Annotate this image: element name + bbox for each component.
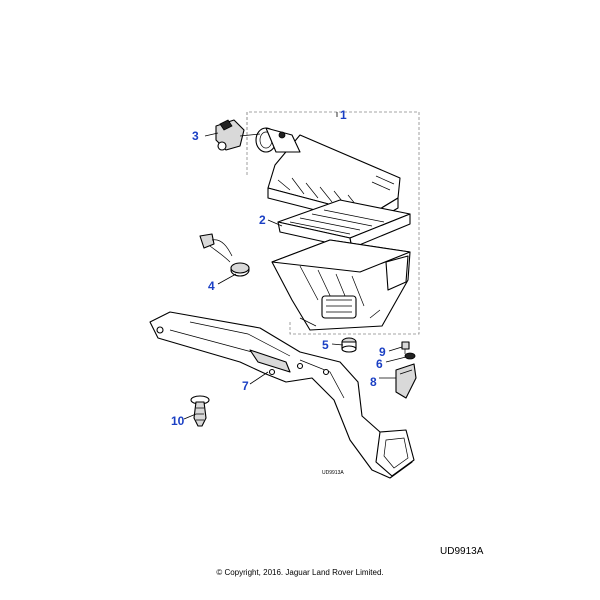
callout-3: 3 xyxy=(192,129,199,143)
sensor-with-harness xyxy=(199,233,250,277)
diagram-reference-code: UD9913A xyxy=(440,546,484,557)
callout-4: 4 xyxy=(208,279,215,293)
air-filter-element xyxy=(277,199,411,249)
bracket xyxy=(395,363,417,399)
callout-10: 10 xyxy=(171,414,185,428)
grommet xyxy=(341,337,357,353)
callout-1: 1 xyxy=(340,108,347,122)
callout-7: 7 xyxy=(242,379,249,393)
bolt xyxy=(401,341,410,354)
air-cleaner-housing xyxy=(271,239,411,331)
copyright-notice: © Copyright, 2016. Jaguar Land Rover Lim… xyxy=(216,568,384,577)
mass-air-flow-sensor xyxy=(215,119,261,151)
callout-6: 6 xyxy=(376,357,383,371)
callout-5: 5 xyxy=(322,338,329,352)
push-clip xyxy=(190,395,210,427)
callout-9: 9 xyxy=(379,345,386,359)
air-intake-duct: UD9913A xyxy=(149,311,415,479)
callout-8: 8 xyxy=(370,375,377,389)
inner-ref-label: UD9913A xyxy=(322,470,344,476)
callout-2: 2 xyxy=(259,213,266,227)
bush xyxy=(404,352,416,360)
